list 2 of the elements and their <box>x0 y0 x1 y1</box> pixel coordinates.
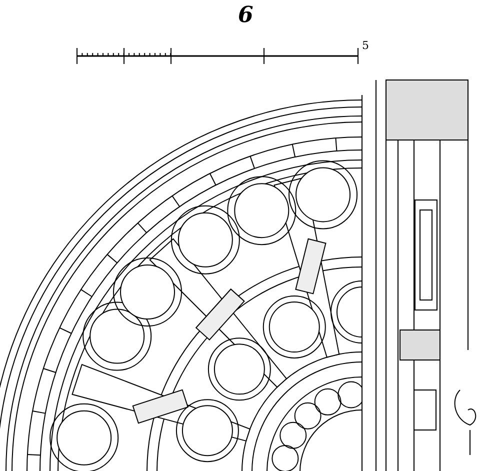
plate-number: 6 <box>238 4 254 26</box>
scale-label: 5 <box>362 40 369 51</box>
